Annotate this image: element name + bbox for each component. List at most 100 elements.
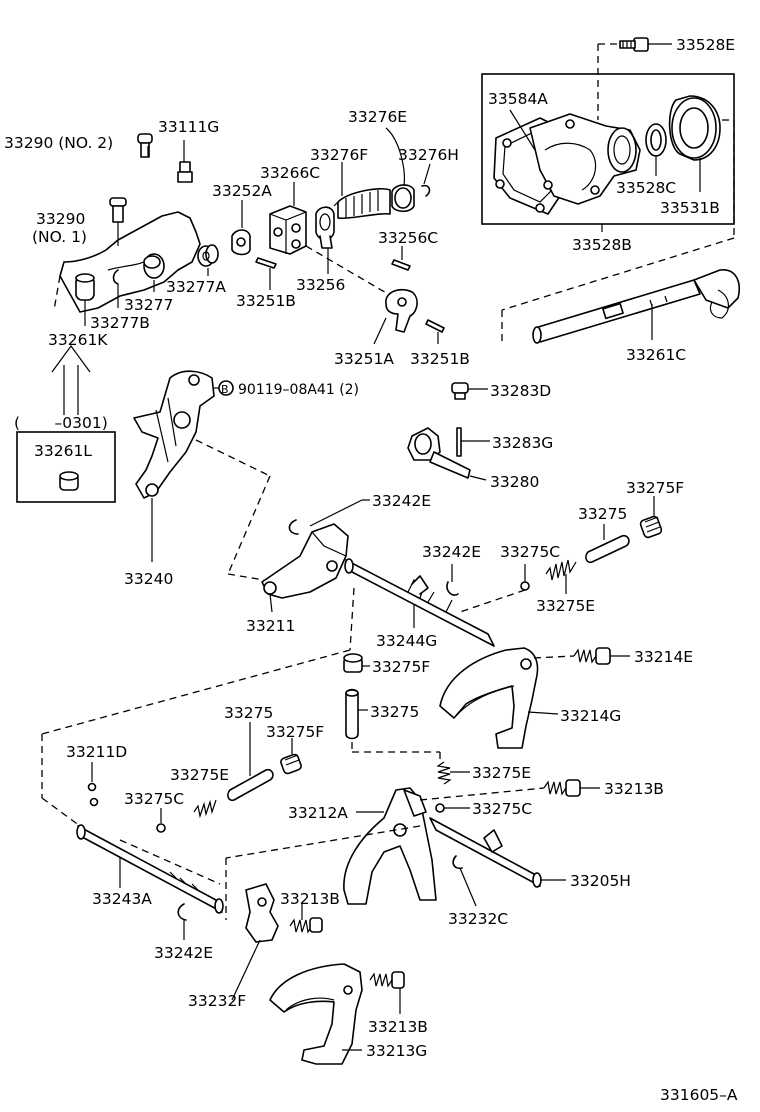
label-33275F-left: 33275F xyxy=(266,723,324,741)
label-33232C: 33232C xyxy=(448,910,508,928)
ball-33211D-b xyxy=(89,797,99,807)
shaft-33280 xyxy=(407,427,487,481)
label-90119: 90119–08A41 (2) xyxy=(238,382,359,398)
label-33283G: 33283G xyxy=(492,434,553,452)
label-33528C: 33528C xyxy=(616,179,676,197)
label-33266C: 33266C xyxy=(260,164,320,182)
diagram-code: 331605–A xyxy=(660,1086,738,1104)
label-33290-no1-sub: (NO. 1) xyxy=(32,228,87,246)
label-33251B-right: 33251B xyxy=(410,350,470,368)
retainer-33531B xyxy=(668,95,721,161)
plug-33111G xyxy=(177,140,193,183)
label-33252A: 33252A xyxy=(212,182,272,200)
label-33213B-mid: 33213B xyxy=(280,890,340,908)
plug-33290-no2 xyxy=(137,133,153,158)
label-33275F-mid: 33275F xyxy=(372,658,430,676)
label-33256C: 33256C xyxy=(378,229,438,247)
label-33276E: 33276E xyxy=(348,108,407,126)
bushing-33277 xyxy=(143,253,165,279)
label-33290-no2: 33290 (NO. 2) xyxy=(4,134,113,152)
label-33213B-lower: 33213B xyxy=(368,1018,428,1036)
spring-33275E-mid xyxy=(436,761,452,785)
label-33275E-mid: 33275E xyxy=(472,764,531,782)
plug-33276E xyxy=(385,127,415,213)
clip-33232C xyxy=(452,855,463,870)
label-33275E-top: 33275E xyxy=(536,597,595,615)
plug-33275F-mid xyxy=(343,653,370,673)
label-33251A: 33251A xyxy=(334,350,394,368)
cap-33261K xyxy=(75,273,95,301)
kit-note: ( –0301) xyxy=(14,414,108,432)
label-33275-mid: 33275 xyxy=(370,703,419,721)
label-33213G: 33213G xyxy=(366,1042,427,1060)
label-33528B: 33528B xyxy=(572,236,632,254)
block-33266C xyxy=(269,205,307,255)
collar-33256 xyxy=(315,206,335,249)
label-33212A: 33212A xyxy=(288,804,348,822)
shift-housing xyxy=(59,211,201,313)
shaft-33261C xyxy=(501,269,740,345)
label-33111G: 33111G xyxy=(158,118,219,136)
fork-33214G xyxy=(439,647,539,749)
label-33290-no1: 33290 xyxy=(36,210,85,228)
pin-33283G xyxy=(456,427,490,457)
collar-33252A xyxy=(231,229,251,256)
label-33275-top: 33275 xyxy=(578,505,627,523)
fork-33213G xyxy=(269,963,363,1065)
cap-33261L xyxy=(59,471,79,491)
clip-33242E-top xyxy=(288,519,299,535)
rod-33205H xyxy=(429,817,566,888)
seal-33528C xyxy=(645,123,667,157)
label-33242E-right: 33242E xyxy=(422,543,481,561)
label-33256: 33256 xyxy=(296,276,345,294)
pin-33256C xyxy=(391,259,411,271)
label-33214G: 33214G xyxy=(560,707,621,725)
label-33214E: 33214E xyxy=(634,648,693,666)
label-33244G: 33244G xyxy=(376,632,437,650)
lever-33251A xyxy=(385,288,418,333)
extension-housing xyxy=(529,113,641,205)
label-33232F: 33232F xyxy=(188,992,246,1010)
bolt-marker: B xyxy=(221,383,229,396)
label-33275C-top: 33275C xyxy=(500,543,560,561)
bolt-33213B-mid xyxy=(289,904,323,934)
label-33277A: 33277A xyxy=(166,278,226,296)
kit-arrow xyxy=(51,344,91,415)
plug-33275F-top xyxy=(639,515,663,539)
bolt-33213B-right xyxy=(543,779,600,797)
plug-33283D xyxy=(451,382,488,400)
label-33243A: 33243A xyxy=(92,890,152,908)
label-33275C-left: 33275C xyxy=(124,790,184,808)
rod-33243A xyxy=(76,824,224,914)
ball-33275C-left xyxy=(156,823,166,833)
shift-head-33211 xyxy=(261,523,349,599)
extension-housing-group xyxy=(481,37,735,311)
pin-33275-top xyxy=(585,534,630,564)
label-33251B-left: 33251B xyxy=(236,292,296,310)
label-33211D: 33211D xyxy=(66,743,127,761)
ring-33276H xyxy=(421,184,431,197)
label-33584A: 33584A xyxy=(488,90,548,108)
label-33280: 33280 xyxy=(490,473,539,491)
pin-33251B-left xyxy=(255,257,277,269)
pin-33275-left xyxy=(227,722,274,802)
pin-33275-mid xyxy=(345,688,368,740)
label-33261K: 33261K xyxy=(48,331,108,349)
label-33275-left: 33275 xyxy=(224,704,273,722)
label-33283D: 33283D xyxy=(490,382,551,400)
plug-33275F-left xyxy=(280,738,302,775)
label-33240: 33240 xyxy=(124,570,173,588)
rod-33244G-group xyxy=(261,496,663,647)
ball-33275C-right xyxy=(435,803,445,813)
labels: 33528E 33584A 33528C 33531B 33528B 33261… xyxy=(4,36,738,1104)
label-33276H: 33276H xyxy=(398,146,459,164)
fork-33212A xyxy=(343,787,437,905)
clip-33242E-bottom xyxy=(177,903,187,921)
plug-33290-no1 xyxy=(109,197,127,223)
rod-33244G xyxy=(344,558,495,647)
clip-33242E-right xyxy=(446,581,459,596)
spring-33277A xyxy=(197,244,219,267)
ball-33211D-a xyxy=(87,782,97,792)
spring-33276F xyxy=(333,187,391,220)
label-33205H: 33205H xyxy=(570,872,631,890)
